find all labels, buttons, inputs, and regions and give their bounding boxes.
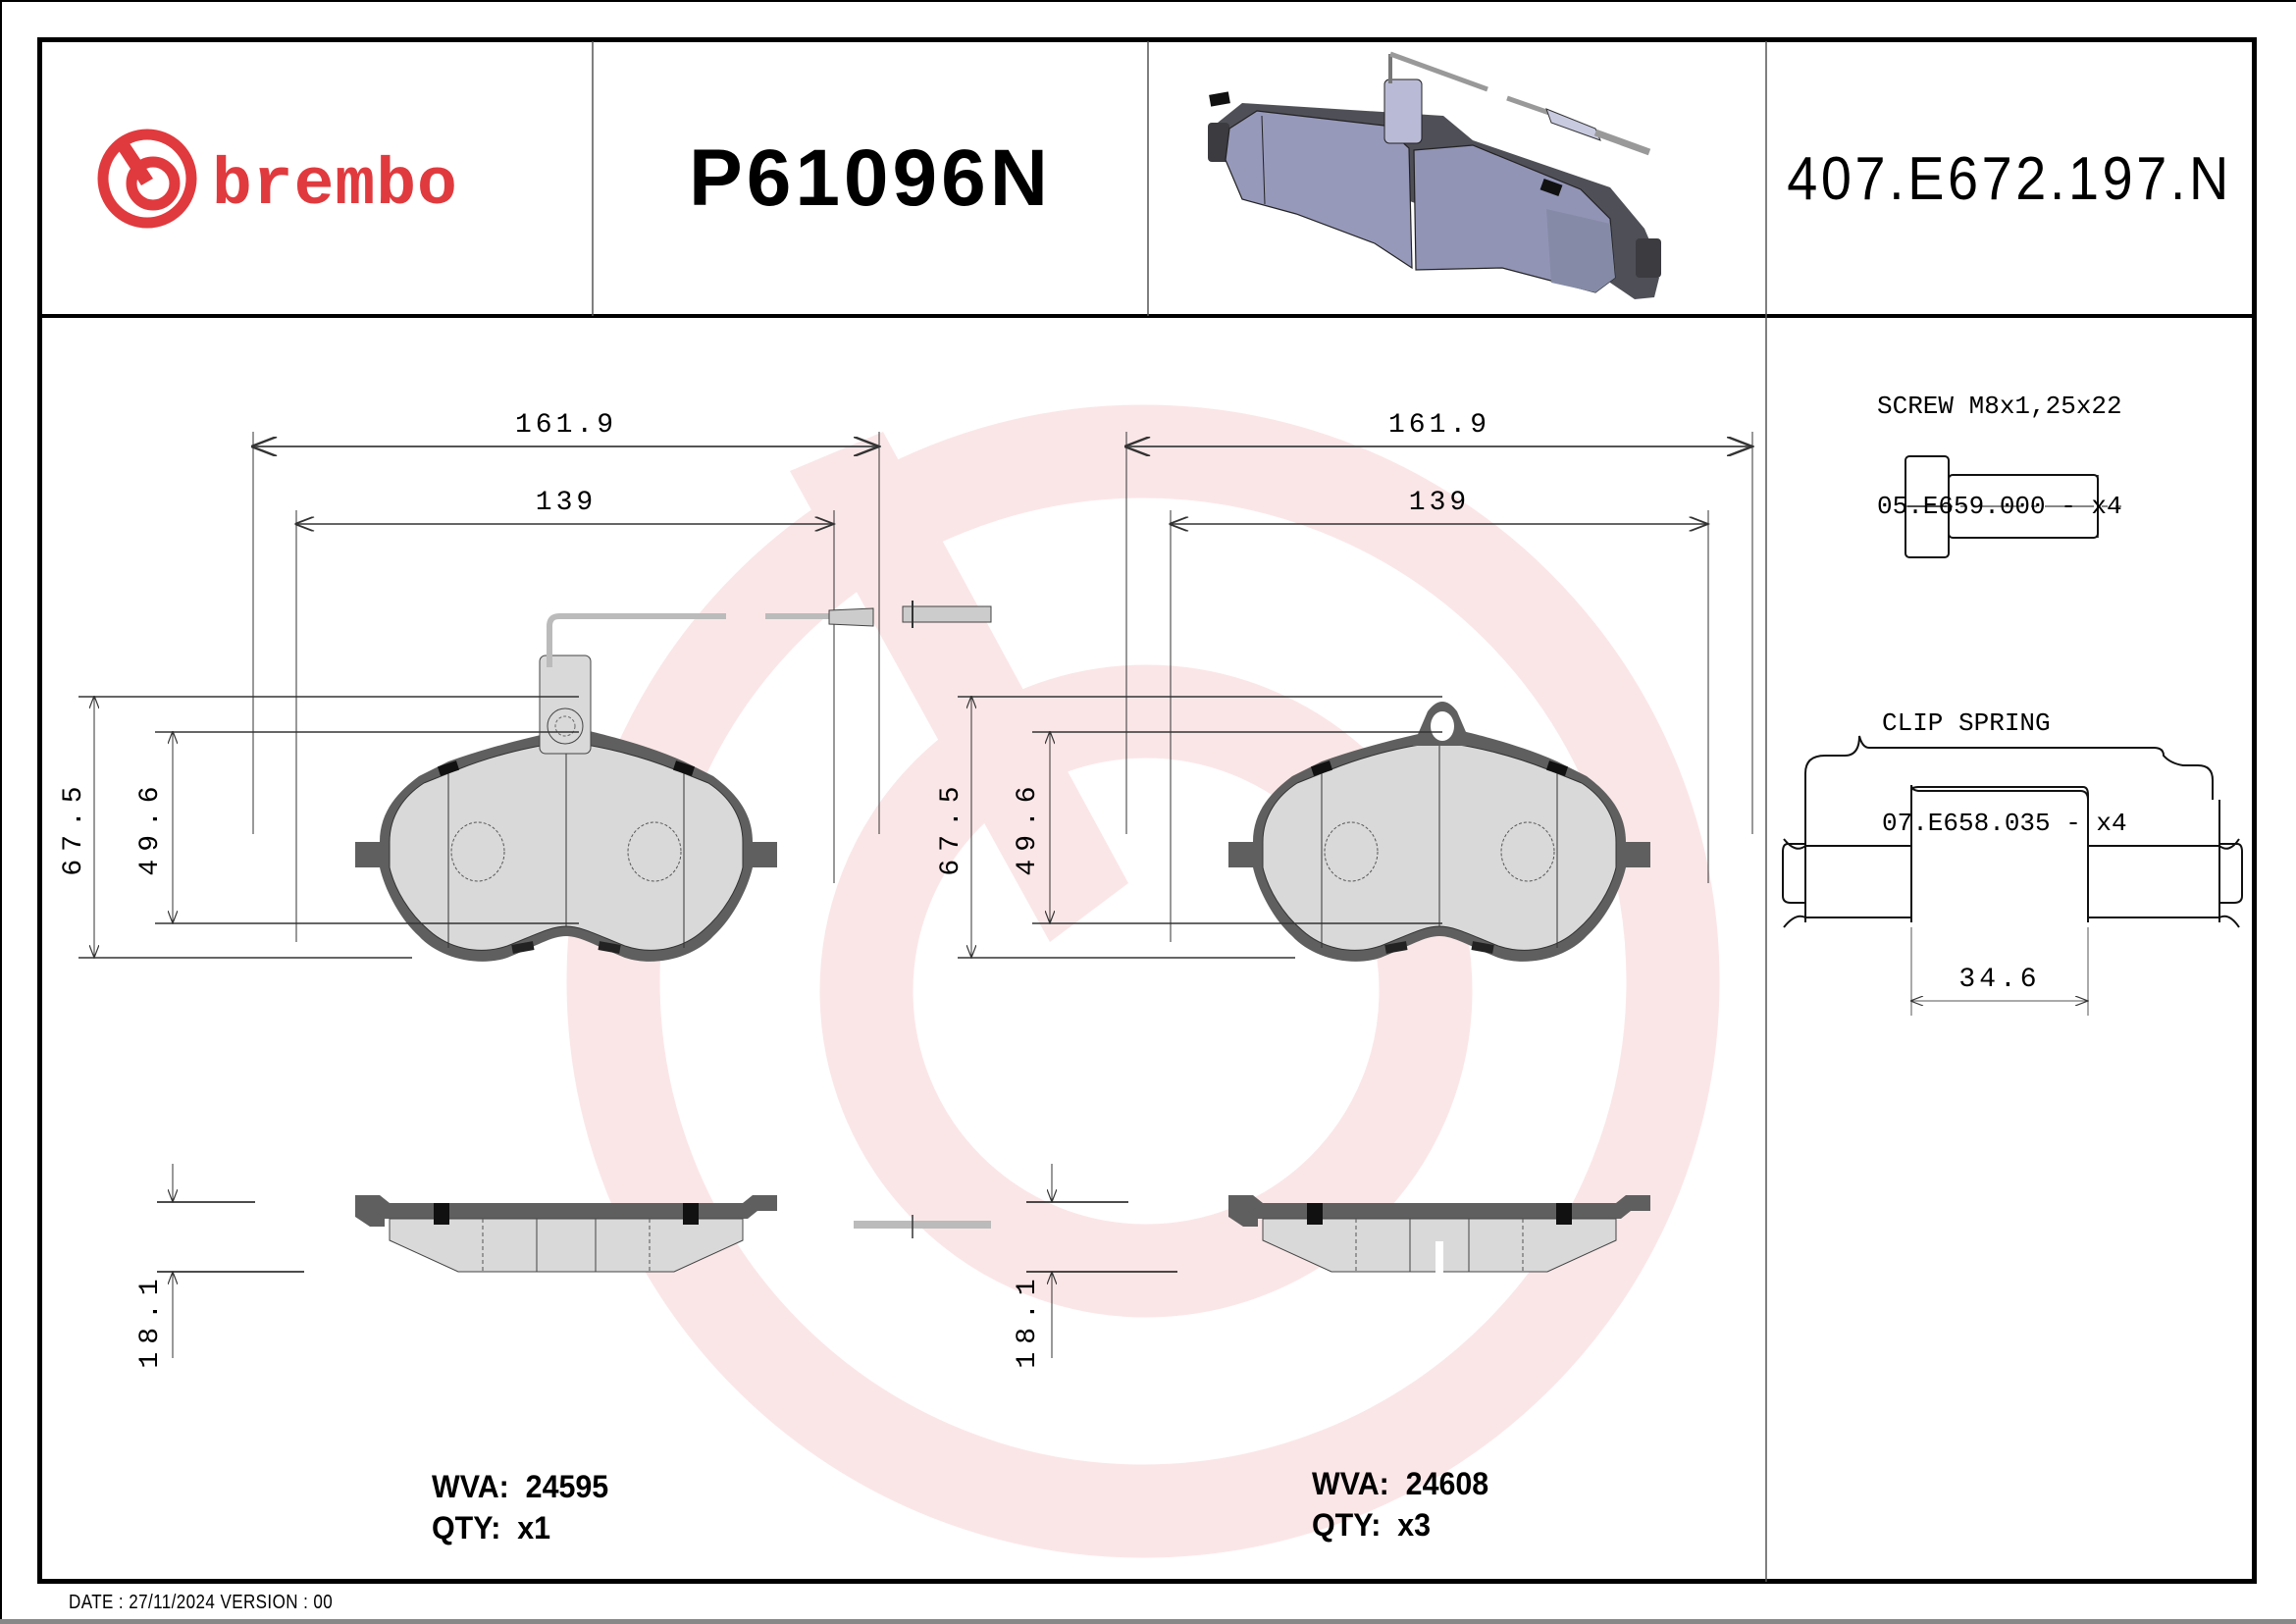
part-number: P61096N bbox=[689, 133, 1052, 223]
clip-spring-code: 07.E658.035 - x4 bbox=[1882, 809, 2127, 838]
pad-front-view-left: 161.9 139 67.5 49.6 bbox=[59, 410, 992, 963]
page-bottom-edge bbox=[0, 1619, 2296, 1624]
drawing-frame bbox=[37, 37, 2257, 1584]
reference-code: 407.E672.197.N bbox=[1787, 144, 2233, 213]
wva-block-right: WVA: 24608 QTY: x3 bbox=[1312, 1463, 1488, 1545]
qty-label: QTY: bbox=[432, 1510, 501, 1545]
part-number-cell: P61096N bbox=[594, 42, 1147, 315]
pad-side-view-right: 18.1 bbox=[1013, 1164, 1651, 1369]
clip-dimension: 34.6 bbox=[1958, 965, 2040, 995]
dim-overall-height-right: 67.5 bbox=[936, 778, 966, 875]
brand-name: brembo bbox=[212, 148, 458, 224]
clip-spring-drawing bbox=[1782, 735, 2243, 928]
qty-label: QTY: bbox=[1312, 1507, 1382, 1543]
screw-code: 05.E659.000 - x4 bbox=[1877, 492, 2122, 521]
screw-label: SCREW M8x1,25x22 05.E659.000 - x4 bbox=[1877, 323, 2122, 556]
footer-date-version: DATE : 27/11/2024 VERSION : 00 bbox=[69, 1592, 334, 1613]
dim-overall-height-left: 67.5 bbox=[59, 778, 89, 875]
wva-block-left: WVA: 24595 QTY: x1 bbox=[432, 1466, 608, 1548]
pad-front-view-right: 161.9 139 67.5 49.6 bbox=[936, 410, 1752, 963]
brake-pad-3d-render bbox=[1208, 51, 1661, 299]
dim-inner-width-right: 139 bbox=[1409, 488, 1470, 518]
wva-label: WVA: bbox=[1312, 1466, 1389, 1501]
clip-spring-name: CLIP SPRING bbox=[1882, 708, 2051, 738]
dim-inner-height-left: 49.6 bbox=[135, 778, 166, 875]
dim-thickness-right: 18.1 bbox=[1013, 1271, 1043, 1368]
brand-logo-cell: brembo bbox=[42, 42, 592, 315]
reference-code-cell: 407.E672.197.N bbox=[1767, 42, 2253, 315]
qty-value: x1 bbox=[517, 1510, 551, 1545]
screw-drawing bbox=[1904, 455, 2121, 558]
dim-inner-width-left: 139 bbox=[536, 488, 597, 518]
dim-inner-height-right: 49.6 bbox=[1013, 778, 1043, 875]
wva-label: WVA: bbox=[432, 1469, 509, 1504]
wva-value: 24595 bbox=[525, 1469, 609, 1504]
wva-value: 24608 bbox=[1405, 1466, 1489, 1501]
dim-overall-width-right: 161.9 bbox=[1388, 410, 1490, 441]
clip-spring-label: CLIP SPRING 07.E658.035 - x4 bbox=[1882, 640, 2127, 873]
dim-thickness-left: 18.1 bbox=[135, 1271, 166, 1368]
screw-name: SCREW M8x1,25x22 bbox=[1877, 392, 2122, 421]
pad-side-view-left: 18.1 bbox=[135, 1164, 991, 1369]
product-render-cell bbox=[1149, 42, 1765, 315]
dim-overall-width-left: 161.9 bbox=[515, 410, 617, 441]
brembo-logo-icon: brembo bbox=[97, 129, 458, 229]
qty-value: x3 bbox=[1397, 1507, 1432, 1543]
